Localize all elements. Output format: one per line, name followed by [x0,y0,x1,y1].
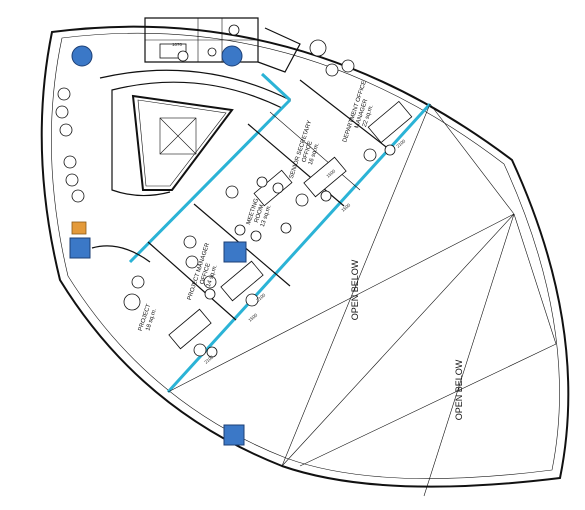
svg-text:1500: 1500 [340,202,351,213]
svg-text:1070: 1070 [172,42,183,47]
office-furniture [123,39,413,358]
svg-text:OPEN BELOW: OPEN BELOW [350,259,360,320]
lobby-seating [55,87,87,235]
open-below-lines [167,103,557,497]
label-open-below-1: OPEN BELOW [350,259,360,320]
outer-wall [40,25,570,488]
column-3 [223,241,247,263]
label-meeting-room: MEETING ROOM 13 sq.m. [246,197,273,227]
column-4 [71,45,93,67]
stair-core [159,117,197,155]
column-1 [69,237,91,259]
service-block: 1070 [144,17,301,73]
dimension-labels: 2100 1500 2100 1500 2100 1500 [203,138,406,365]
svg-text:2100: 2100 [203,354,214,365]
label-project-room: PROJECT 18 sq.m. [138,303,158,332]
reception-curve [99,69,292,197]
label-open-below-2: OPEN BELOW [454,359,464,420]
svg-text:1500: 1500 [247,312,258,323]
core-outline [131,94,234,191]
svg-text:2100: 2100 [255,292,266,303]
svg-text:OPEN BELOW: OPEN BELOW [454,359,464,420]
column-2 [223,424,245,446]
inner-wall [51,32,560,479]
glass-wall-top [260,72,292,102]
label-dept-office: DEPARTMENT OFFICE MANAGER 22 sq.m. [342,80,375,143]
glass-wall-inner [128,98,292,264]
column-5 [221,45,243,67]
svg-text:2100: 2100 [395,138,406,149]
svg-text:1500: 1500 [325,168,336,179]
svg-text:ROOM: ROOM [254,204,265,224]
